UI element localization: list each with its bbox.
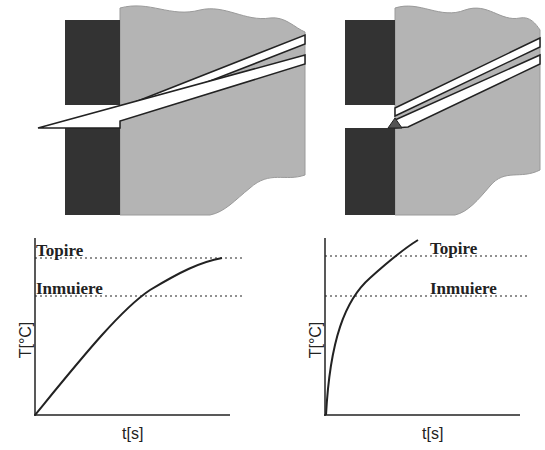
axis-label: t[s]	[122, 426, 143, 442]
axis-label: t[s]	[422, 426, 443, 442]
axis-label: T[°C]	[308, 321, 324, 358]
temperature-graph	[324, 238, 530, 416]
axis-label: T[°C]	[18, 321, 34, 358]
softening-level: Inmuiere	[430, 280, 497, 297]
softening-level: Inmuiere	[36, 280, 103, 297]
high-heat-weld	[345, 6, 540, 215]
low-heat-weld	[38, 6, 305, 215]
melting-level: Topire	[36, 242, 83, 259]
temperature-graph	[34, 238, 245, 416]
melting-level: Topire	[430, 240, 477, 257]
